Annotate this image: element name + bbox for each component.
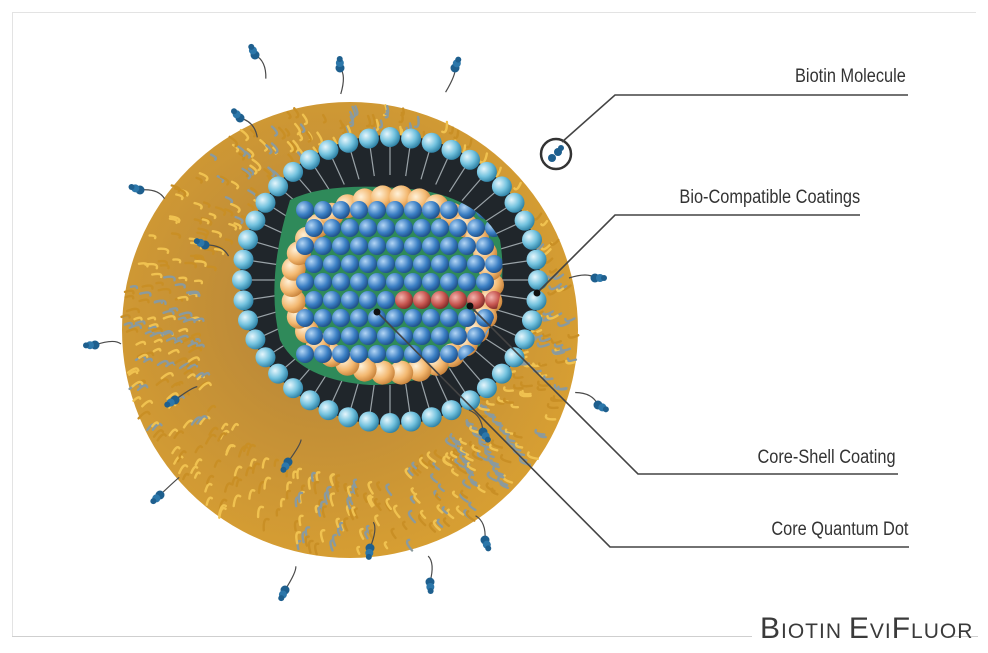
biotin-icon (336, 56, 345, 94)
biotin-icon (426, 556, 435, 594)
biotin-icon (569, 274, 607, 283)
label-core-shell-coating: Core-Shell Coating (758, 447, 896, 469)
brand-luor: LUOR (911, 620, 973, 643)
biotin-icon (575, 393, 609, 413)
leader-dot-bio-compatible (534, 290, 541, 297)
biotin-icon (248, 44, 266, 79)
brand-f: F (892, 612, 911, 645)
brand-vi: VI (870, 620, 892, 643)
biotin-icon (129, 184, 165, 199)
label-biotin-molecule: Biotin Molecule (795, 66, 906, 88)
biotin-icon (278, 566, 296, 601)
biotin-icon (446, 57, 462, 93)
leader-dot-core-quantum-dot (374, 309, 381, 316)
label-bio-compatible-coatings: Bio-Compatible Coatings (679, 187, 860, 209)
brand-wordmark: BIOTIN EVIFLUOR (760, 612, 950, 646)
quantum-dot-core (296, 201, 503, 363)
leader-dot-core-shell (467, 303, 474, 310)
biotin-icon (476, 516, 492, 552)
leader-biotin-molecule (562, 95, 908, 142)
biotin-icon (83, 341, 121, 350)
brand-iotin: IOTIN (781, 620, 849, 643)
label-core-quantum-dot: Core Quantum Dot (771, 519, 908, 541)
leader-bio-compatible (537, 215, 860, 293)
biotin-icon (150, 477, 179, 504)
brand-b: B (760, 612, 781, 645)
brand-e: E (849, 612, 870, 645)
